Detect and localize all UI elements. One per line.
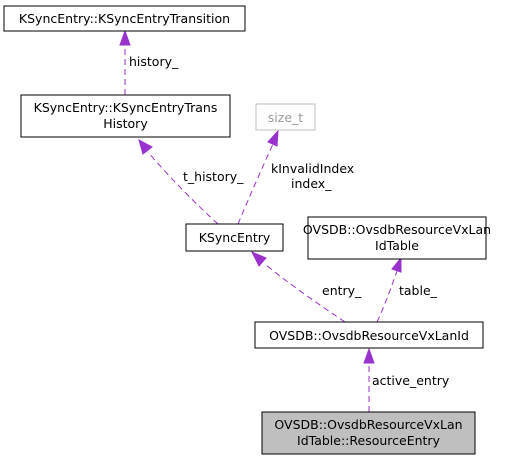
edge-t-history-arrowhead bbox=[138, 138, 153, 155]
node-ovsdb-vxlanidtable-label-2: IdTable bbox=[375, 238, 419, 253]
node-ovsdb-vxlanid-label: OVSDB::OvsdbResourceVxLanId bbox=[269, 328, 469, 343]
node-ovsdb-vxlanid[interactable]: OVSDB::OvsdbResourceVxLanId bbox=[254, 321, 484, 349]
edge-active-entry: active_entry bbox=[363, 347, 450, 412]
node-resource-entry-label-2: IdTable::ResourceEntry bbox=[297, 433, 441, 448]
node-resource-entry[interactable]: OVSDB::OvsdbResourceVxLan IdTable::Resou… bbox=[261, 411, 476, 455]
node-ksyncentry[interactable]: KSyncEntry bbox=[185, 223, 284, 252]
edge-entry-arrowhead bbox=[250, 251, 267, 267]
edge-history-label: history_ bbox=[129, 54, 179, 69]
node-size-t[interactable]: size_t bbox=[255, 103, 316, 131]
edge-entry: entry_ bbox=[250, 251, 362, 323]
node-ksyncentry-transition-label: KSyncEntry::KSyncEntryTransition bbox=[19, 11, 230, 26]
node-ksyncentry-transition[interactable]: KSyncEntry::KSyncEntryTransition bbox=[3, 5, 246, 32]
edge-table-arrowhead bbox=[391, 256, 402, 273]
edge-history: history_ bbox=[119, 29, 179, 95]
node-ksyncentry-label: KSyncEntry bbox=[199, 230, 271, 245]
edge-t-history-label: t_history_ bbox=[183, 169, 244, 184]
node-ksyncentry-transhistory-label-2: History bbox=[103, 116, 148, 131]
edge-index-label-1: kInvalidIndex bbox=[271, 161, 354, 176]
node-size-t-label: size_t bbox=[268, 110, 303, 125]
edge-history-arrowhead bbox=[119, 29, 131, 46]
edge-table-label: table_ bbox=[399, 283, 438, 298]
edge-t-history: t_history_ bbox=[138, 138, 244, 225]
edge-index: kInvalidIndex index_ bbox=[237, 129, 354, 225]
node-ovsdb-vxlanidtable[interactable]: OVSDB::OvsdbResourceVxLan IdTable bbox=[303, 216, 491, 260]
node-ksyncentry-transhistory[interactable]: KSyncEntry::KSyncEntryTrans History bbox=[20, 94, 231, 138]
edge-active-entry-label: active_entry bbox=[372, 373, 450, 388]
edge-entry-label: entry_ bbox=[322, 283, 362, 298]
edge-index-label-2: index_ bbox=[291, 176, 332, 191]
edge-table: table_ bbox=[376, 256, 438, 323]
node-resource-entry-label-1: OVSDB::OvsdbResourceVxLan bbox=[274, 417, 462, 432]
node-ovsdb-vxlanidtable-label-1: OVSDB::OvsdbResourceVxLan bbox=[303, 222, 491, 237]
edge-index-arrowhead bbox=[267, 129, 279, 147]
edge-active-entry-arrowhead bbox=[363, 347, 375, 364]
node-ksyncentry-transhistory-label-1: KSyncEntry::KSyncEntryTrans bbox=[34, 100, 218, 115]
